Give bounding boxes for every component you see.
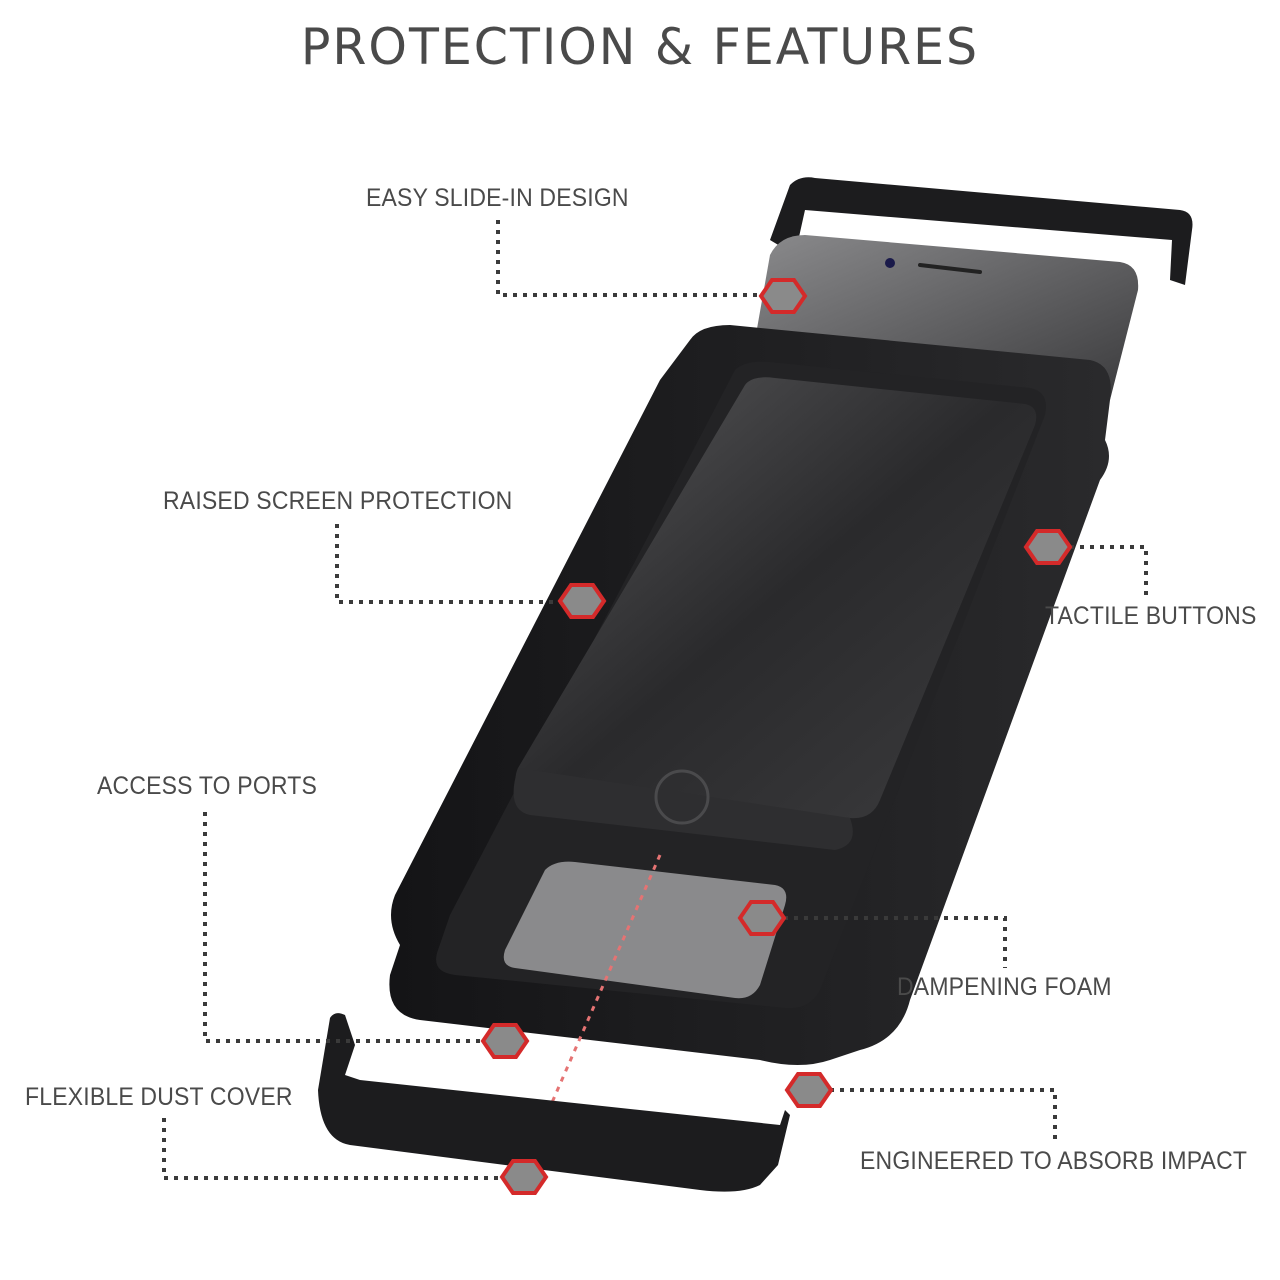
hex-marker-dust-cover xyxy=(499,1159,549,1195)
callout-raised-screen: RAISED SCREEN PROTECTION xyxy=(163,487,513,515)
hex-marker-tactile xyxy=(1023,529,1073,565)
callout-access-ports: ACCESS TO PORTS xyxy=(97,772,318,800)
hex-marker-foam xyxy=(737,900,787,936)
hex-marker-impact xyxy=(784,1072,834,1108)
callout-tactile-buttons: TACTILE BUTTONS xyxy=(1045,602,1257,630)
callout-dampening-foam: DAMPENING FOAM xyxy=(897,973,1112,1001)
hex-markers xyxy=(480,278,1073,1195)
page-title: PROTECTION & FEATURES xyxy=(300,18,980,76)
case-body xyxy=(389,325,1111,1131)
callout-dust-cover: FLEXIBLE DUST COVER xyxy=(25,1083,293,1111)
hex-marker-slide-in xyxy=(758,278,808,314)
callout-absorb-impact: ENGINEERED TO ABSORB IMPACT xyxy=(860,1147,1248,1175)
hex-marker-ports xyxy=(480,1023,530,1059)
hex-marker-raised-screen xyxy=(557,583,607,619)
bottom-cap xyxy=(318,1013,790,1192)
leader-lines xyxy=(162,220,1148,1180)
top-cap xyxy=(770,177,1193,285)
callout-easy-slide-in: EASY SLIDE-IN DESIGN xyxy=(366,184,629,212)
